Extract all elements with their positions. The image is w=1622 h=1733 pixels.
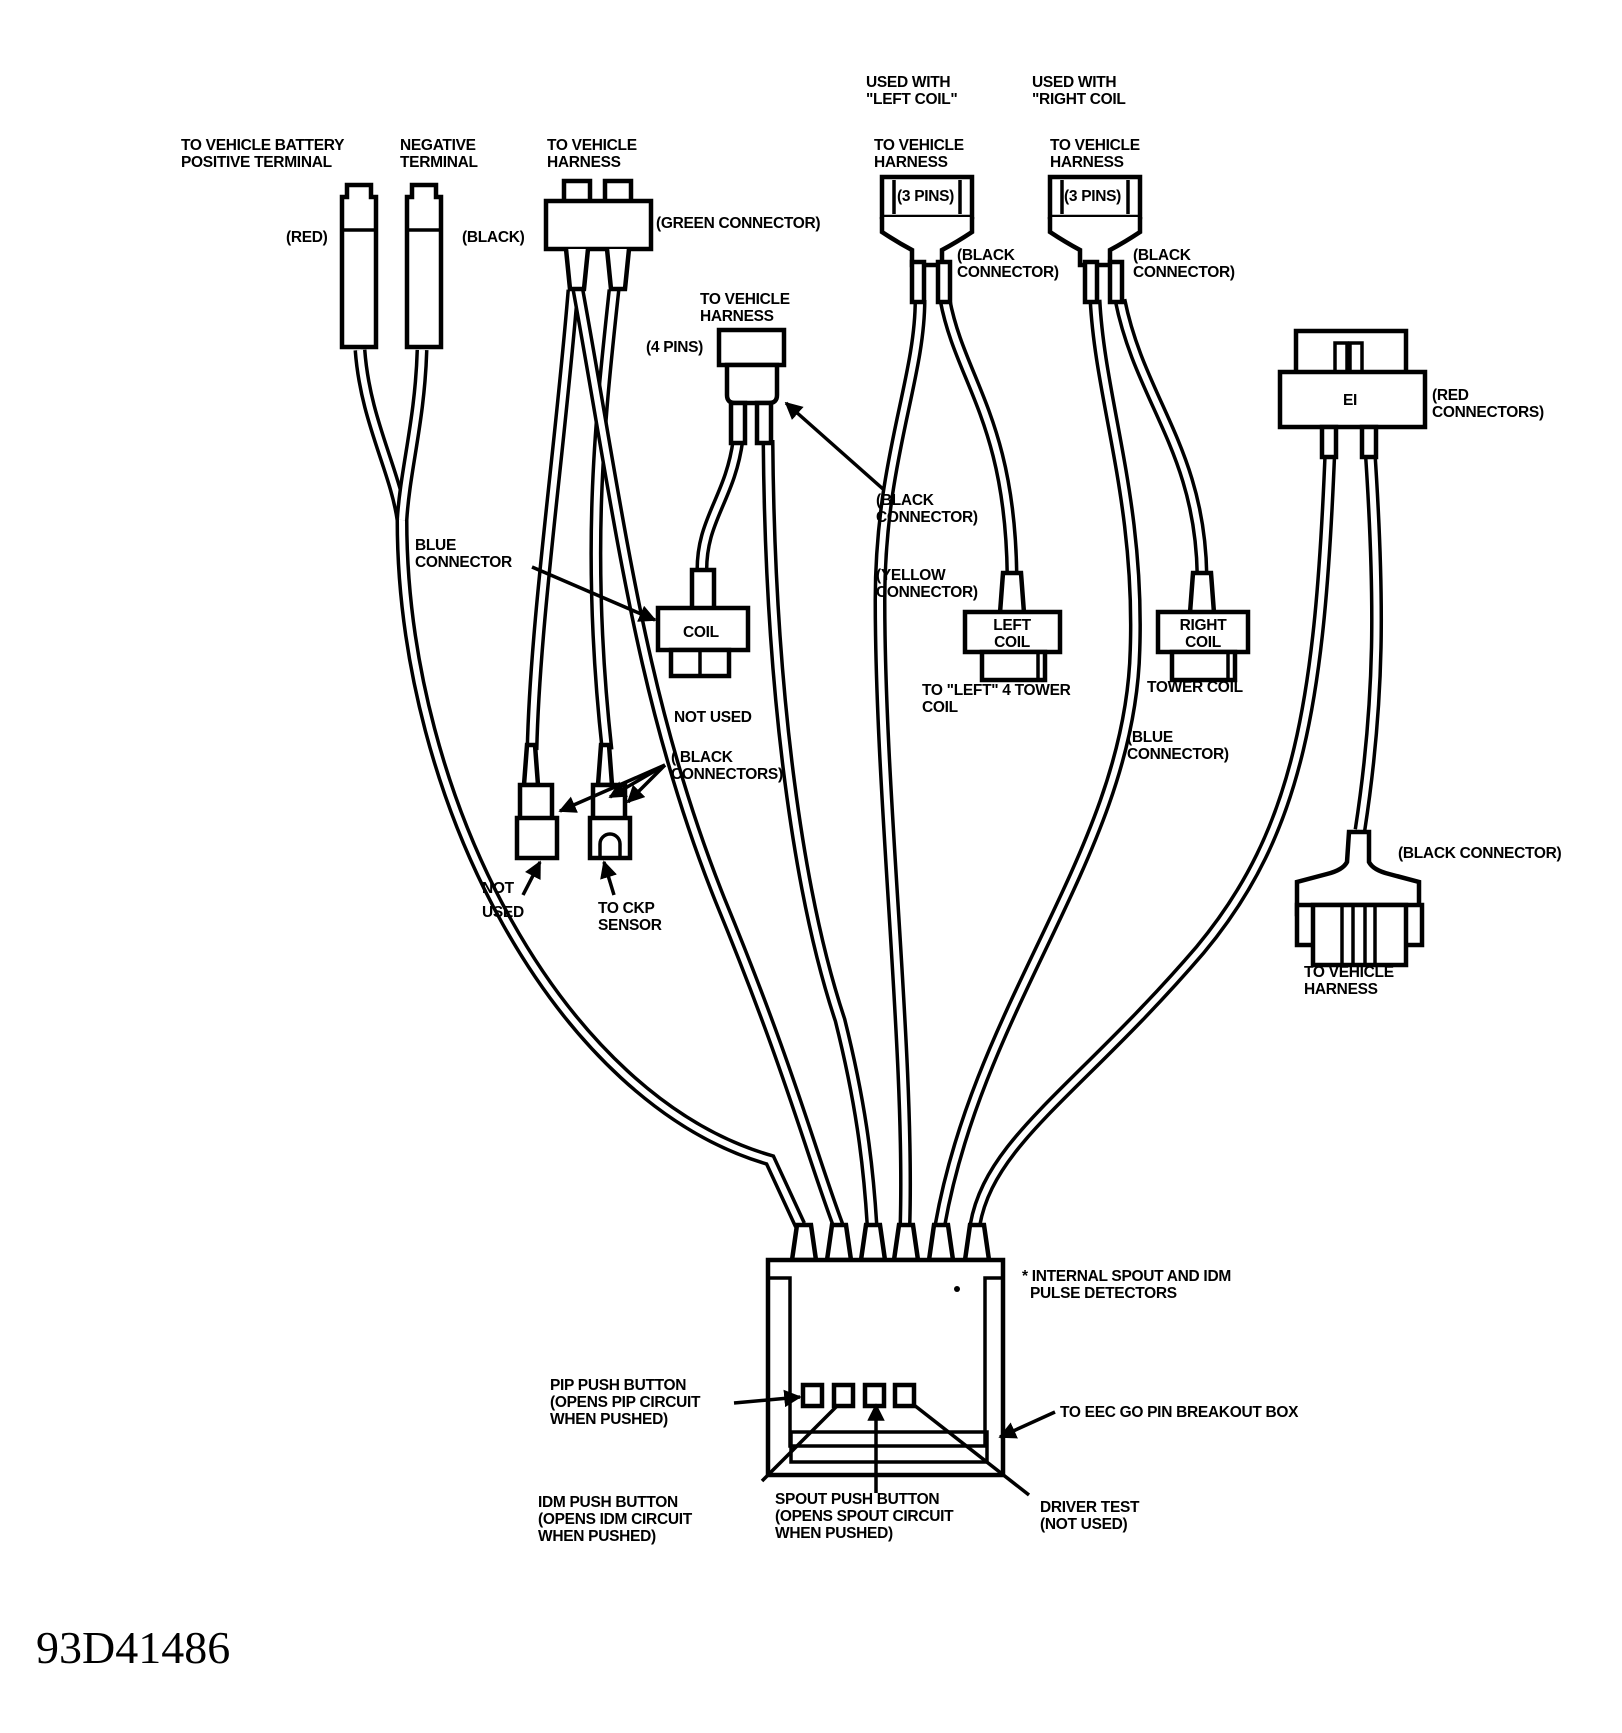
coil-label: COIL	[683, 624, 719, 641]
ei-vehicle-harness-connector	[1294, 829, 1425, 968]
four-pin-connector	[716, 327, 787, 446]
right-used-with-label: USED WITH"RIGHT COIL	[1032, 74, 1126, 108]
left-3-pins-label: (3 PINS)	[897, 188, 954, 205]
black-label: (BLACK)	[462, 229, 525, 246]
battery-negative-clip	[404, 182, 444, 350]
left-coil-connector	[962, 570, 1063, 683]
cables	[353, 288, 1384, 1228]
ei-connector	[1277, 328, 1428, 460]
breakout-box-strain-reliefs	[789, 1222, 992, 1263]
left-coil-yellow-cable	[938, 298, 1019, 576]
right-coil-connector	[1155, 570, 1251, 683]
green-connector-cable-right	[589, 289, 621, 751]
left-coil-main-cable	[873, 299, 927, 1226]
left-used-with-label: USED WITH"LEFT COIL"	[866, 74, 957, 108]
not-used-plug	[514, 742, 560, 861]
ei-label: EI	[1343, 392, 1357, 409]
green-connector-label: (GREEN CONNECTOR)	[656, 215, 820, 232]
green-connector-cable-left	[525, 289, 580, 751]
figure-id: 93D41486	[36, 1622, 230, 1673]
driver-test-button[interactable]	[892, 1382, 917, 1409]
driver-test-label: DRIVER TEST(NOT USED)	[1040, 1499, 1140, 1533]
pip-push-button[interactable]	[800, 1382, 825, 1409]
left-coil-harness-connector	[879, 174, 975, 305]
battery-positive-clip	[339, 182, 379, 350]
four-pin-cable-coil	[695, 439, 745, 576]
right-coil-main-cable	[933, 299, 1142, 1227]
coil-connector	[655, 567, 751, 679]
right-3-pins-label: (3 PINS)	[1064, 188, 1121, 205]
spout-push-button[interactable]	[862, 1382, 887, 1409]
green-connector	[543, 178, 654, 292]
four-pin-cable-main	[761, 439, 879, 1226]
right-coil-secondary-cable	[1113, 298, 1209, 576]
eec-breakout-label: TO EEC GO PIN BREAKOUT BOX	[1060, 1404, 1299, 1421]
ckp-sensor-plug	[587, 742, 633, 861]
right-coil-harness-connector	[1047, 174, 1143, 305]
detector-indicator-dot	[954, 1286, 960, 1292]
ei-cable-harness	[1353, 449, 1384, 831]
battery-cable	[353, 349, 806, 1228]
breakout-box	[765, 1222, 1006, 1478]
four-pins-label: (4 PINS)	[646, 339, 703, 356]
idm-push-button[interactable]	[831, 1382, 856, 1409]
coil-not-used-label: NOT USED	[674, 709, 752, 726]
ei-black-connector-label: (BLACK CONNECTOR)	[1398, 845, 1562, 862]
tower-coil-label: TOWER COIL	[1147, 679, 1243, 696]
red-label: (RED)	[286, 229, 328, 246]
green-connector-main-cable	[571, 288, 845, 1228]
ei-cable-main	[968, 449, 1337, 1227]
leader-lines	[521, 401, 1056, 1497]
